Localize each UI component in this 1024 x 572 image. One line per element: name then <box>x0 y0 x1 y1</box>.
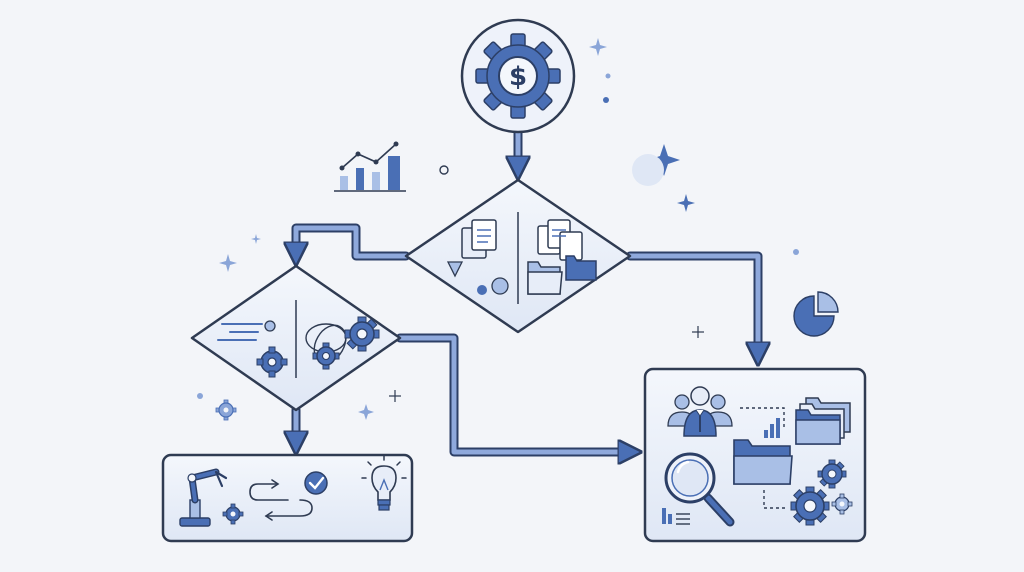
decision-left <box>190 264 402 412</box>
tangled-gears-icon <box>305 316 380 370</box>
process-right <box>643 367 867 543</box>
start-node: $ <box>460 18 576 134</box>
bar-chart-icon <box>662 508 690 525</box>
folder-icon <box>733 439 793 485</box>
documents-shapes-icon <box>446 219 509 295</box>
cycle-check-icon <box>249 471 328 521</box>
connectors <box>291 123 763 457</box>
process-bottom-left <box>161 453 414 543</box>
decision-top <box>404 178 632 334</box>
pie-chart-icon <box>793 291 839 337</box>
decorations <box>197 38 839 421</box>
arrow-left-decision-to-right-process <box>395 333 635 457</box>
mini-bar-chart-icon <box>764 418 780 438</box>
folders-icon <box>795 397 851 445</box>
dollar-symbol: $ <box>509 62 527 92</box>
gears-icon <box>790 459 853 526</box>
team-people-icon <box>667 386 733 437</box>
arrow-decision-to-left-decision <box>291 223 411 261</box>
crosshair-sparkles <box>389 326 704 402</box>
robot-arm-icon <box>179 468 244 527</box>
lightbulb-icon <box>361 455 407 511</box>
wind-lines-gear-icon <box>217 320 288 378</box>
small-gear-icon <box>215 399 237 421</box>
magnifier-icon <box>664 452 735 527</box>
arrow-decision-to-right-process <box>625 251 763 359</box>
line-chart-icon <box>334 141 406 192</box>
dotted-connector <box>740 407 785 430</box>
folder-files-icon <box>527 219 597 295</box>
gear-dollar-icon: $ <box>475 33 561 119</box>
dots <box>197 73 799 399</box>
sparkle-icon <box>219 38 695 420</box>
